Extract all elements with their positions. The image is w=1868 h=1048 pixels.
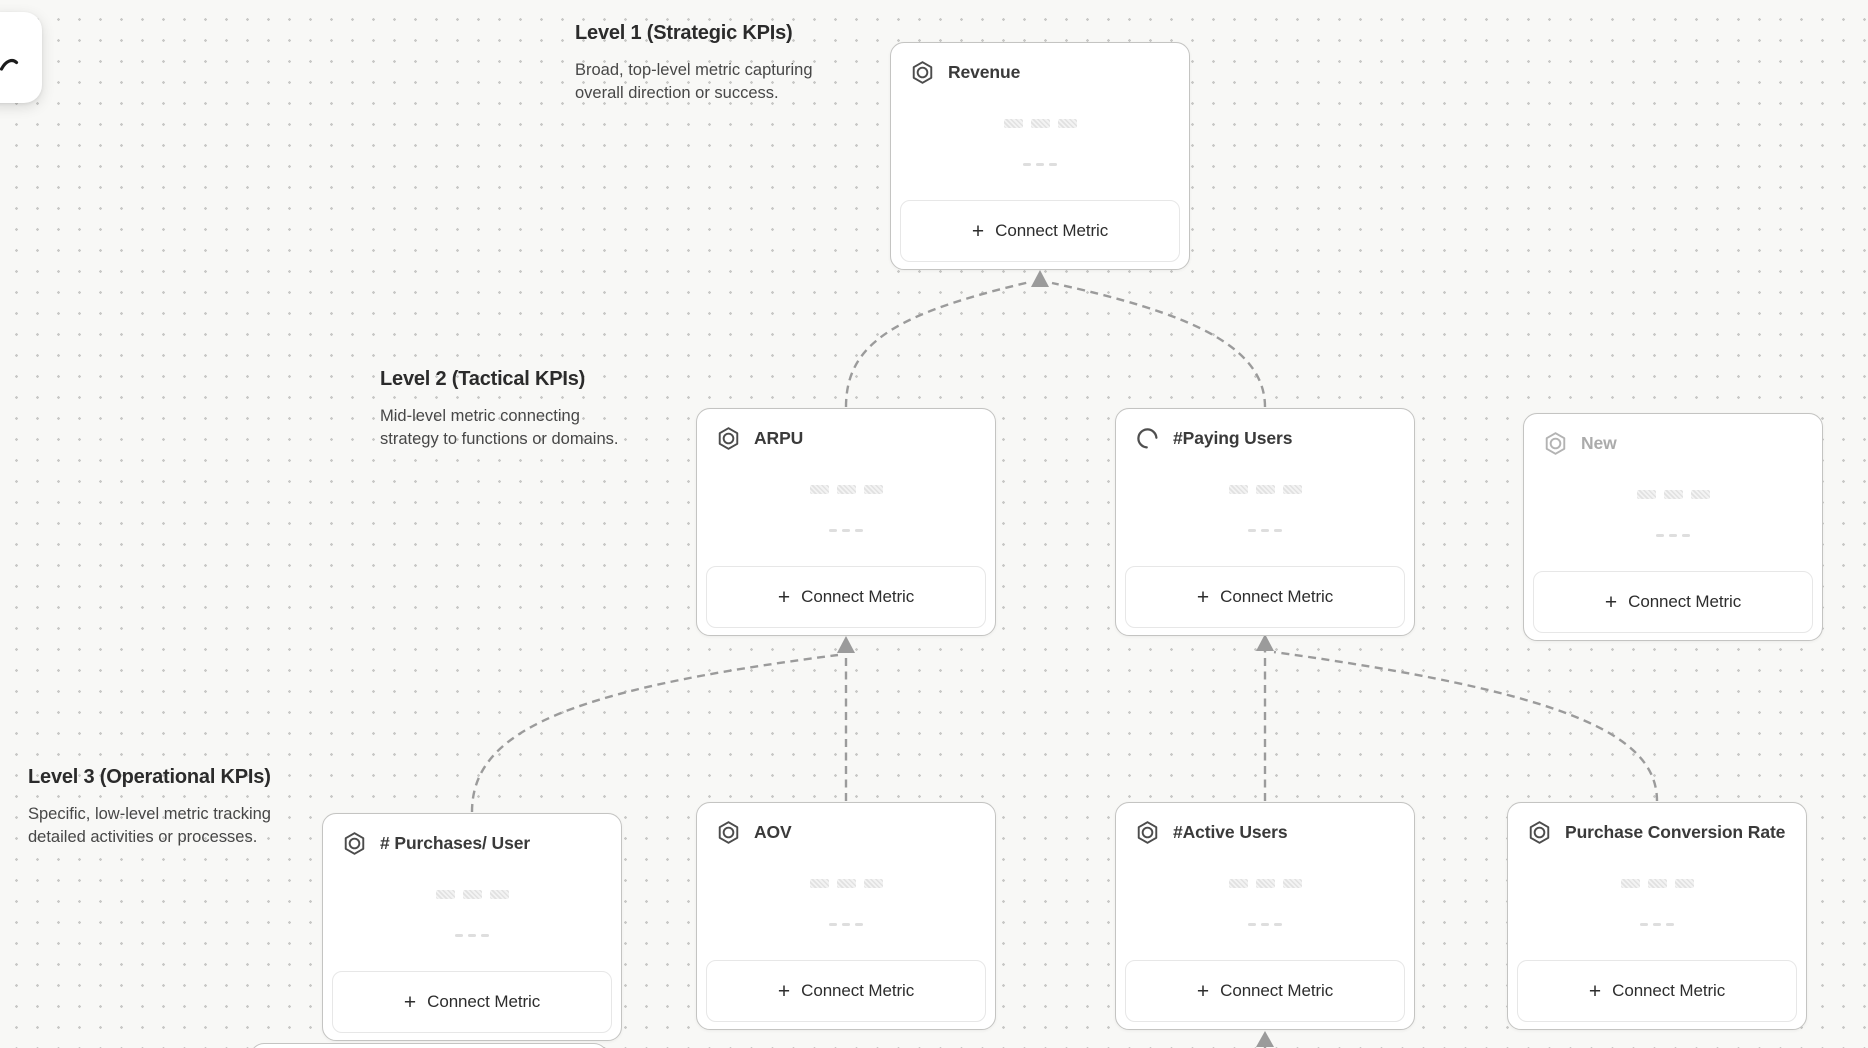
skeleton-row-small <box>1116 923 1414 926</box>
skeleton-row <box>1116 879 1414 888</box>
kpi-card-title: #Paying Users <box>1173 428 1293 448</box>
level-2-label: Level 2 (Tactical KPIs) Mid-level metric… <box>380 368 622 452</box>
skeleton-row-small <box>697 923 995 926</box>
connect-metric-button[interactable]: + Connect Metric <box>1125 960 1405 1022</box>
level-1-title: Level 1 (Strategic KPIs) <box>575 22 793 44</box>
arrowhead-active-users-bottom <box>1256 1031 1274 1047</box>
skeleton-row-small <box>1508 923 1806 926</box>
skeleton-row <box>1524 490 1822 499</box>
level-1-label: Level 1 (Strategic KPIs) Broad, top-leve… <box>575 22 835 106</box>
kpi-card-purchase-conversion-rate[interactable]: Purchase Conversion Rate + Connect Metri… <box>1507 802 1807 1030</box>
connect-metric-label: Connect Metric <box>1628 592 1742 611</box>
skeleton-row <box>891 119 1189 128</box>
connect-metric-button[interactable]: + Connect Metric <box>706 566 986 628</box>
level-1-description: Broad, top-level metric capturing overal… <box>575 61 813 103</box>
kpi-card-title: # Purchases/ User <box>380 833 531 853</box>
kpi-card-active-users[interactable]: #Active Users + Connect Metric <box>1115 802 1415 1030</box>
hexagon-metric-icon <box>1134 819 1161 846</box>
connect-metric-label: Connect Metric <box>995 221 1109 240</box>
hexagon-metric-icon <box>715 819 742 846</box>
plus-icon: + <box>971 219 985 243</box>
level-2-description: Mid-level metric connecting strategy to … <box>380 407 619 449</box>
connect-metric-label: Connect Metric <box>427 992 541 1011</box>
skeleton-row <box>1116 485 1414 494</box>
skeleton-row-small <box>323 934 621 937</box>
skeleton-row-small <box>891 163 1189 166</box>
kpi-card-new[interactable]: New + Connect Metric <box>1523 413 1823 641</box>
plus-icon: + <box>777 585 791 609</box>
connect-metric-button[interactable]: + Connect Metric <box>706 960 986 1022</box>
connect-metric-label: Connect Metric <box>1612 981 1726 1000</box>
kpi-card-title: AOV <box>754 822 792 842</box>
connect-metric-button[interactable]: + Connect Metric <box>1533 571 1813 633</box>
floating-toolbar-partial[interactable] <box>0 12 42 103</box>
hexagon-metric-icon <box>909 59 936 86</box>
kpi-card-paying-users[interactable]: #Paying Users + Connect Metric <box>1115 408 1415 636</box>
skeleton-row-small <box>1524 534 1822 537</box>
skeleton-row <box>697 485 995 494</box>
connect-metric-label: Connect Metric <box>801 587 915 606</box>
kpi-card-revenue[interactable]: Revenue + Connect Metric <box>890 42 1190 270</box>
skeleton-row <box>323 890 621 899</box>
connect-metric-button[interactable]: + Connect Metric <box>332 971 612 1033</box>
pen-cursor-icon <box>0 58 19 71</box>
level-3-description: Specific, low-level metric tracking deta… <box>28 805 271 847</box>
hexagon-metric-icon <box>1526 819 1553 846</box>
kpi-card-partial-offscreen[interactable] <box>250 1043 608 1048</box>
connect-metric-label: Connect Metric <box>1220 587 1334 606</box>
hexagon-metric-icon <box>1542 430 1569 457</box>
plus-icon: + <box>1196 585 1210 609</box>
arrowhead-revenue <box>1031 270 1049 287</box>
arrowhead-paying-users <box>1256 634 1274 651</box>
connect-metric-label: Connect Metric <box>1220 981 1334 1000</box>
skeleton-row-small <box>1116 529 1414 532</box>
connect-metric-button[interactable]: + Connect Metric <box>900 200 1180 262</box>
plus-icon: + <box>1604 590 1618 614</box>
level-2-title: Level 2 (Tactical KPIs) <box>380 368 586 390</box>
connector-paying-users-to-revenue <box>1051 281 1267 408</box>
connect-metric-button[interactable]: + Connect Metric <box>1125 566 1405 628</box>
connect-metric-button[interactable]: + Connect Metric <box>1517 960 1797 1022</box>
kpi-card-title: ARPU <box>754 428 804 448</box>
plus-icon: + <box>777 979 791 1003</box>
kpi-card-title: Revenue <box>948 62 1021 82</box>
kpi-card-aov[interactable]: AOV + Connect Metric <box>696 802 996 1030</box>
connect-metric-label: Connect Metric <box>801 981 915 1000</box>
arrowhead-arpu <box>837 636 855 653</box>
plus-icon: + <box>403 990 417 1014</box>
kpi-card-title: New <box>1581 433 1617 453</box>
level-3-title: Level 3 (Operational KPIs) <box>28 766 271 788</box>
plus-icon: + <box>1588 979 1602 1003</box>
kpi-card-title: #Active Users <box>1173 822 1288 842</box>
hexagon-metric-icon <box>341 830 368 857</box>
kpi-card-purchases-per-user[interactable]: # Purchases/ User + Connect Metric <box>322 813 622 1041</box>
connector-purchases-to-arpu <box>470 653 839 813</box>
hexagon-metric-icon <box>715 425 742 452</box>
kpi-card-arpu[interactable]: ARPU + Connect Metric <box>696 408 996 636</box>
skeleton-row <box>1508 879 1806 888</box>
skeleton-row-small <box>697 529 995 532</box>
connector-arpu-to-revenue <box>844 280 1031 408</box>
kpi-card-title: Purchase Conversion Rate <box>1565 822 1786 842</box>
skeleton-row <box>697 879 995 888</box>
plus-icon: + <box>1196 979 1210 1003</box>
loading-spinner-icon <box>1134 425 1161 452</box>
level-3-label: Level 3 (Operational KPIs) Specific, low… <box>28 766 302 850</box>
connector-pcr-to-paying <box>1273 650 1659 802</box>
